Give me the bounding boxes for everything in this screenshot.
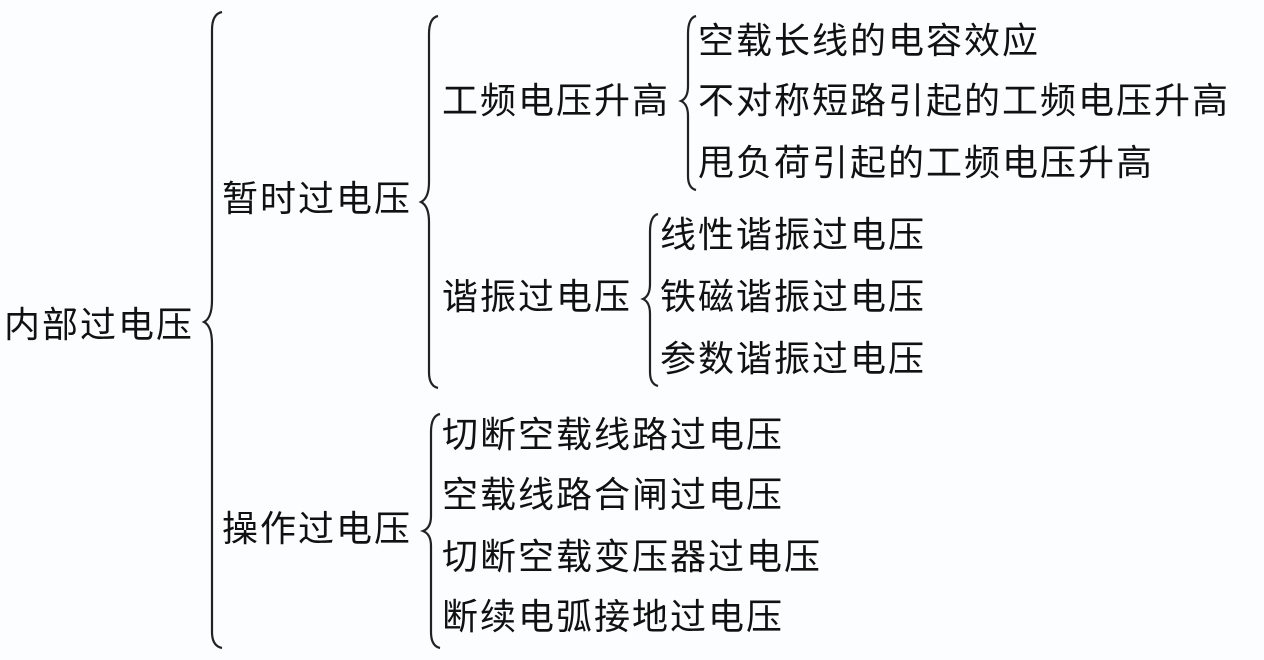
brace-power-frequency [678, 14, 697, 192]
leaf-item: 切断空载变压器过电压 [442, 537, 823, 578]
brace-root [201, 10, 223, 650]
leaf-item: 甩负荷引起的工频电压升高 [698, 143, 1155, 184]
node-power-frequency-rise: 工频电压升高 [442, 81, 671, 122]
brace-switching [419, 412, 441, 650]
brace-temporary [418, 14, 439, 390]
node-temporary-overvoltage: 暂时过电压 [222, 179, 413, 220]
leaf-item: 切断空载线路过电压 [442, 415, 785, 456]
brace-resonance [640, 212, 659, 388]
leaf-item: 不对称短路引起的工频电压升高 [698, 81, 1231, 122]
leaf-item: 空载线路合闸过电压 [442, 475, 785, 516]
leaf-item: 参数谐振过电压 [660, 339, 927, 380]
leaf-item: 断续电弧接地过电压 [442, 597, 785, 638]
root-node: 内部过电压 [4, 305, 195, 346]
node-switching-overvoltage: 操作过电压 [222, 509, 413, 550]
leaf-item: 铁磁谐振过电压 [660, 277, 927, 318]
leaf-item: 线性谐振过电压 [660, 215, 927, 256]
node-resonance-overvoltage: 谐振过电压 [442, 277, 633, 318]
leaf-item: 空载长线的电容效应 [698, 21, 1041, 62]
